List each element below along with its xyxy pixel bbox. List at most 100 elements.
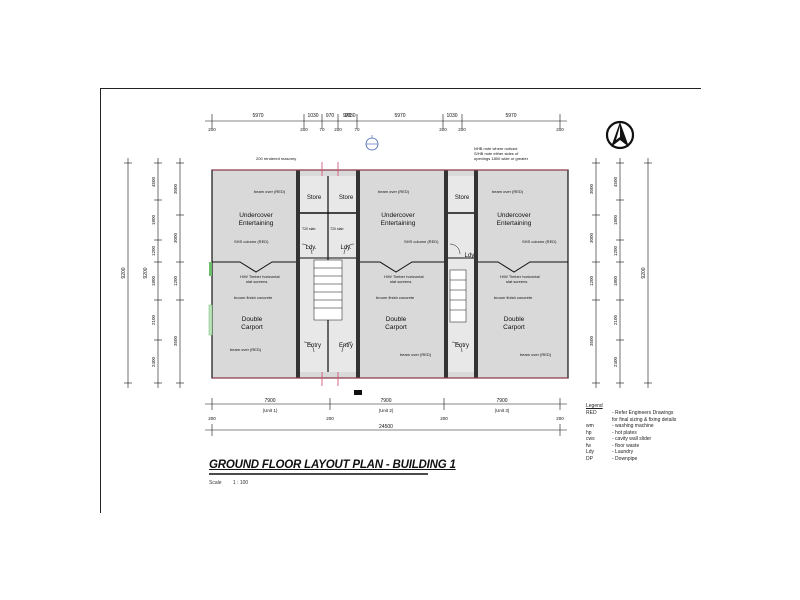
left-dim-b3: 1200 [173,275,178,286]
room-labels: Store Store Store Ldy. Ldy. Ldy. Entry E… [239,195,532,349]
room-carport-1b: Carport [241,324,263,331]
legend-row: DP - Downpipe [586,456,696,463]
left-dim-4: 1800 [151,275,156,286]
note-top-right-3: openings 1800 wide or greater [474,156,529,161]
room-entry-1: Entry [307,343,321,349]
top-small-6: 200 [439,127,447,132]
top-small-4: 200 [334,127,342,132]
left-dim-1: 4500 [151,176,156,187]
note-slat-1: slat screens [246,279,267,284]
scale-label: Scale [209,480,222,486]
legend-value: - Laundry [612,449,634,455]
room-store-2: Store [339,195,354,201]
unit-label-2: (Unit 2) [379,408,394,413]
note-slat-3: slat screens [506,279,527,284]
right-dim-b2: 1800 [613,214,618,225]
legend-key: hp [586,429,592,436]
note-beam-red-3: beam over (RED) [520,352,552,357]
right-total-dim: 9200 [641,267,647,278]
legend-value: - cavity wall slider [612,436,652,442]
note-broom-1: broom finish concrete [234,295,273,300]
left-total-dim-2: 9200 [143,267,149,278]
top-dimension-line [205,114,567,128]
top-dim-8: 5970 [505,113,516,119]
room-laundry-3: Ldy. [465,253,476,259]
overall-dim: 24500 [379,424,393,430]
top-dim-5: 1030 [344,113,355,119]
legend-key: cws [586,436,595,442]
right-dim-b4: 1800 [613,275,618,286]
bottom-small-2: 200 [326,416,334,421]
note-t20-1: T20 slab [302,227,315,231]
right-dim-2: 3000 [589,232,594,243]
note-top-right-2: S/HB note either sides of [474,151,519,156]
right-dim-1: 3000 [589,183,594,194]
legend: Legend RED- Refer Engineers Drawings for… [586,403,696,462]
note-beam-over-3: beam over (RED) [492,189,524,194]
bottom-dim-3: 7900 [496,398,507,404]
building-outline [208,162,569,395]
room-laundry-1: Ldy. [306,245,317,251]
right-dim-b5: 2100 [613,314,618,325]
top-small-1: 200 [208,127,216,132]
note-shs-3: SHS column (RED) [522,239,557,244]
top-dim-2: 1030 [307,113,318,119]
left-dim-b1: 3000 [173,183,178,194]
room-undercover-1a: Undercover [239,212,273,219]
note-rendered-masonry: 200 rendered masonry [256,156,296,161]
legend-key: fw [586,442,591,449]
top-dim-4: 970 [343,113,352,119]
note-broom-2: broom finish concrete [376,295,415,300]
top-dim-1: 5970 [252,113,263,119]
legend-value: - floor waste [612,442,640,449]
note-beam-red-1: beam over (RED) [230,347,262,352]
room-undercover-1b: Entertaining [239,220,274,227]
note-timber-3: H/W Timber horizontal [500,274,540,279]
room-carport-3a: Double [504,316,525,323]
legend-row: hp- hot plates [586,430,696,437]
legend-value: - Refer Engineers Drawings [612,410,674,416]
right-dim-3: 1200 [589,275,594,286]
note-beam-red-2: beam over (RED) [400,352,432,357]
note-top-right-1: NHB note where noticed [474,146,517,151]
legend-row: fw - floor waste [586,443,696,450]
annotations: 200 rendered masonry NHB note where noti… [230,146,557,357]
room-carport-3b: Carport [503,324,525,331]
room-store-1: Store [307,195,322,201]
north-arrow-icon [605,120,635,150]
room-undercover-2b: Entertaining [381,220,416,227]
legend-heading: Legend [586,403,603,409]
legend-key: DP [586,455,593,462]
bottom-dim-2: 7900 [380,398,391,404]
legend-value: - washing machine [612,423,654,429]
room-carport-2a: Double [386,316,407,323]
left-dim-b2: 3000 [173,232,178,243]
right-dim-b3: 1200 [613,245,618,256]
left-dim-2: 1800 [151,214,156,225]
legend-row: cws - cavity wall slider [586,436,696,443]
room-store-3: Store [455,195,470,201]
room-entry-2: Entry [339,343,353,349]
top-small-5: 70 [354,127,360,132]
bottom-small-1: 200 [208,416,216,421]
left-total-dim: 9200 [121,267,127,278]
right-dim-b6: 2400 [613,356,618,367]
note-t20-2: T20 slab [330,227,343,231]
room-carport-1a: Double [242,316,263,323]
legend-value: - Downpipe [612,455,638,462]
note-timber-2: H/W Timber horizontal [384,274,424,279]
scale-value: 1 : 100 [232,480,249,486]
left-dim-5: 2100 [151,314,156,325]
top-dim-6: 5970 [394,113,405,119]
left-dim-3: 1200 [151,245,156,256]
note-beam-over-2: beam over (RED) [378,189,410,194]
right-dimension-chains [592,158,652,388]
right-dim-4: 3500 [589,335,594,346]
room-undercover-2a: Undercover [381,212,415,219]
bottom-dimension-lines [205,398,567,436]
top-small-8: 200 [556,127,564,132]
scale-note: Scale 1 : 100 [209,480,258,486]
bottom-dim-1: 7900 [264,398,275,404]
bottom-small-3: 200 [440,416,448,421]
